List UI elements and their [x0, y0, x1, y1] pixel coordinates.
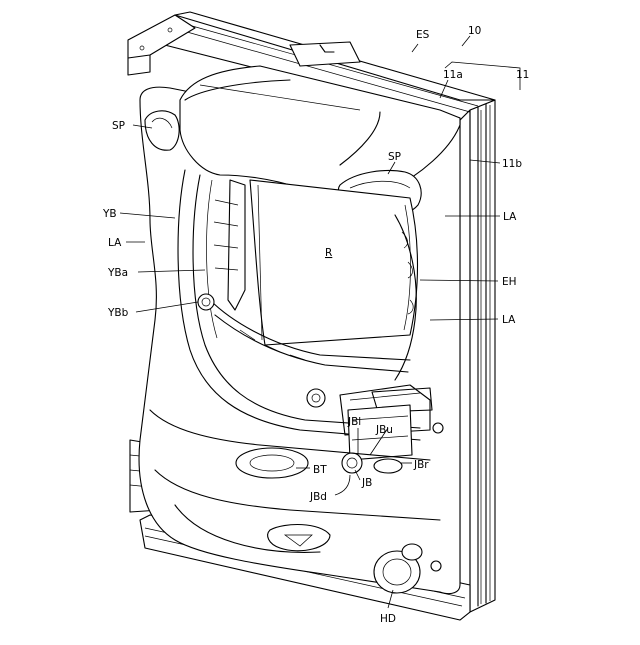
label-jb: JB [361, 477, 372, 489]
label-bt: BT [313, 464, 327, 476]
display-window [250, 180, 418, 345]
label-ybb: YBb [107, 307, 129, 319]
label-r: R [325, 247, 332, 259]
label-yba: YBa [107, 267, 128, 279]
label-hd: HD [380, 613, 396, 625]
label-jbd: JBd [309, 491, 327, 503]
label-sp-right: SP [388, 151, 401, 163]
label-11: 11 [516, 69, 529, 81]
label-jbu: JBu [375, 424, 393, 436]
label-10: 10 [468, 25, 481, 37]
label-es: ES [416, 29, 430, 41]
label-la-left: LA [108, 237, 122, 249]
label-eh: EH [502, 276, 517, 288]
label-la-right-bottom: LA [502, 314, 516, 326]
label-jbr: JBr [413, 459, 429, 471]
label-yb: YB [102, 208, 117, 220]
label-jbl: JBl [347, 416, 361, 428]
label-sp-left: SP [112, 120, 125, 132]
label-11a: 11a [443, 69, 463, 81]
label-la-right-top: LA [503, 211, 517, 223]
label-11b: 11b [502, 158, 522, 170]
